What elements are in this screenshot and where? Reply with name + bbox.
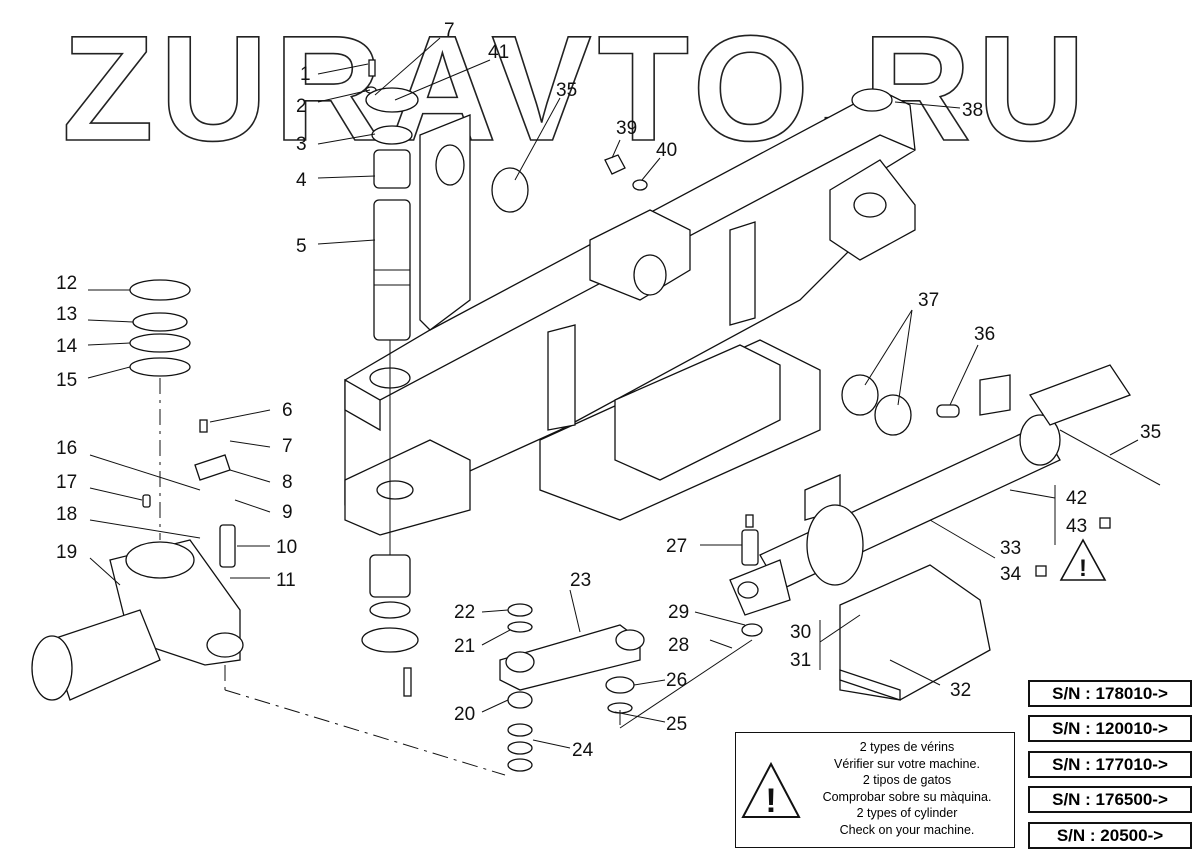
callout-24: 24: [572, 740, 594, 761]
notice-line: Check on your machine.: [839, 822, 975, 837]
callout-26: 26: [666, 670, 687, 691]
hydraulic-cylinder: [729, 364, 1161, 616]
callout-39: 39: [616, 118, 637, 139]
callout-5: 5: [296, 236, 307, 257]
callout-22: 22: [454, 602, 475, 623]
callout-43: 43: [1066, 516, 1087, 537]
callout-11: 11: [276, 570, 296, 591]
warning-triangle-icon: !: [1059, 538, 1107, 582]
leader-lines: [87, 37, 1139, 749]
notice-line: 2 types of cylinder: [856, 806, 958, 820]
callout-2: 2: [296, 96, 307, 117]
callout-3: 3: [296, 134, 307, 155]
steering-hub: [31, 279, 506, 776]
notice-line: 2 tipos de gatos: [862, 773, 952, 787]
svg-text:!: !: [765, 782, 776, 820]
callout-18: 18: [56, 504, 77, 525]
serial-number-text: S/N : 20500->: [1056, 825, 1164, 845]
serial-number-box: S/N : 177010->: [1028, 751, 1192, 778]
callout-4: 4: [296, 170, 307, 191]
steering-link: [499, 603, 763, 772]
callout-38: 38: [962, 100, 983, 121]
callout-8: 8: [282, 472, 293, 493]
callout-12: 12: [56, 273, 77, 294]
callout-7b: 7: [282, 436, 293, 457]
callout-40: 40: [656, 140, 677, 161]
callout-17: 17: [56, 472, 77, 493]
notice-line: Comprobar sobre su màquina.: [822, 789, 992, 804]
serial-number-text: S/N : 176500->: [1052, 789, 1168, 809]
callout-19: 19: [56, 542, 77, 563]
callout-28: 28: [668, 635, 689, 656]
callout-10: 10: [276, 537, 297, 558]
callout-30: 30: [790, 622, 811, 643]
serial-number-text: S/N : 120010->: [1052, 718, 1168, 738]
checkbox-icon: [1099, 517, 1111, 529]
notice-line: Vérifier sur votre machine.: [834, 756, 980, 771]
axle-frame: [344, 88, 916, 536]
callout-9: 9: [282, 502, 293, 523]
callout-numbers: 1 2 3 4 5 6 7 7 8 9 10 11 12 13 14 15 16…: [56, 20, 1161, 761]
callout-23: 23: [570, 570, 591, 591]
serial-number-box: S/N : 120010->: [1028, 715, 1192, 742]
serial-number-text: S/N : 177010->: [1052, 754, 1168, 774]
callout-41: 41: [488, 42, 509, 63]
callout-6: 6: [282, 400, 293, 421]
callout-32: 32: [950, 680, 971, 701]
callout-34: 34: [1000, 564, 1022, 585]
callout-21: 21: [454, 636, 475, 657]
callout-33: 33: [1000, 538, 1021, 559]
serial-number-box: S/N : 176500->: [1028, 786, 1192, 813]
callout-35: 35: [556, 80, 577, 101]
callout-29: 29: [668, 602, 689, 623]
warning-triangle-icon: !: [741, 761, 801, 820]
serial-number-box: S/N : 20500->: [1028, 822, 1192, 849]
callout-7: 7: [444, 20, 455, 41]
callout-42: 42: [1066, 488, 1087, 509]
callout-14: 14: [56, 336, 78, 357]
callout-35b: 35: [1140, 422, 1161, 443]
notice-text: 2 types de vérins Vérifier sur votre mac…: [802, 739, 1012, 838]
callout-16: 16: [56, 438, 77, 459]
callout-25: 25: [666, 714, 687, 735]
bushings: [491, 154, 960, 436]
serial-number-box: S/N : 178010->: [1028, 680, 1192, 707]
cylinder-notice-box: ! 2 types de vérins Vérifier sur votre m…: [735, 732, 1015, 848]
checkbox-icon: [1035, 565, 1047, 577]
notice-line: 2 types de vérins: [859, 740, 955, 754]
callout-27: 27: [666, 536, 687, 557]
svg-text:!: !: [1079, 555, 1087, 582]
callout-1: 1: [300, 64, 311, 85]
cylinder-guard: [839, 564, 991, 701]
callout-37: 37: [918, 290, 939, 311]
watermark-text: ZURAVTO.RU: [62, 4, 1091, 172]
callout-36: 36: [974, 324, 995, 345]
callout-13: 13: [56, 304, 77, 325]
callout-31: 31: [790, 650, 811, 671]
serial-number-text: S/N : 178010->: [1052, 683, 1168, 703]
callout-15: 15: [56, 370, 77, 391]
callout-20: 20: [454, 704, 475, 725]
king-pin-stack: [361, 59, 419, 697]
